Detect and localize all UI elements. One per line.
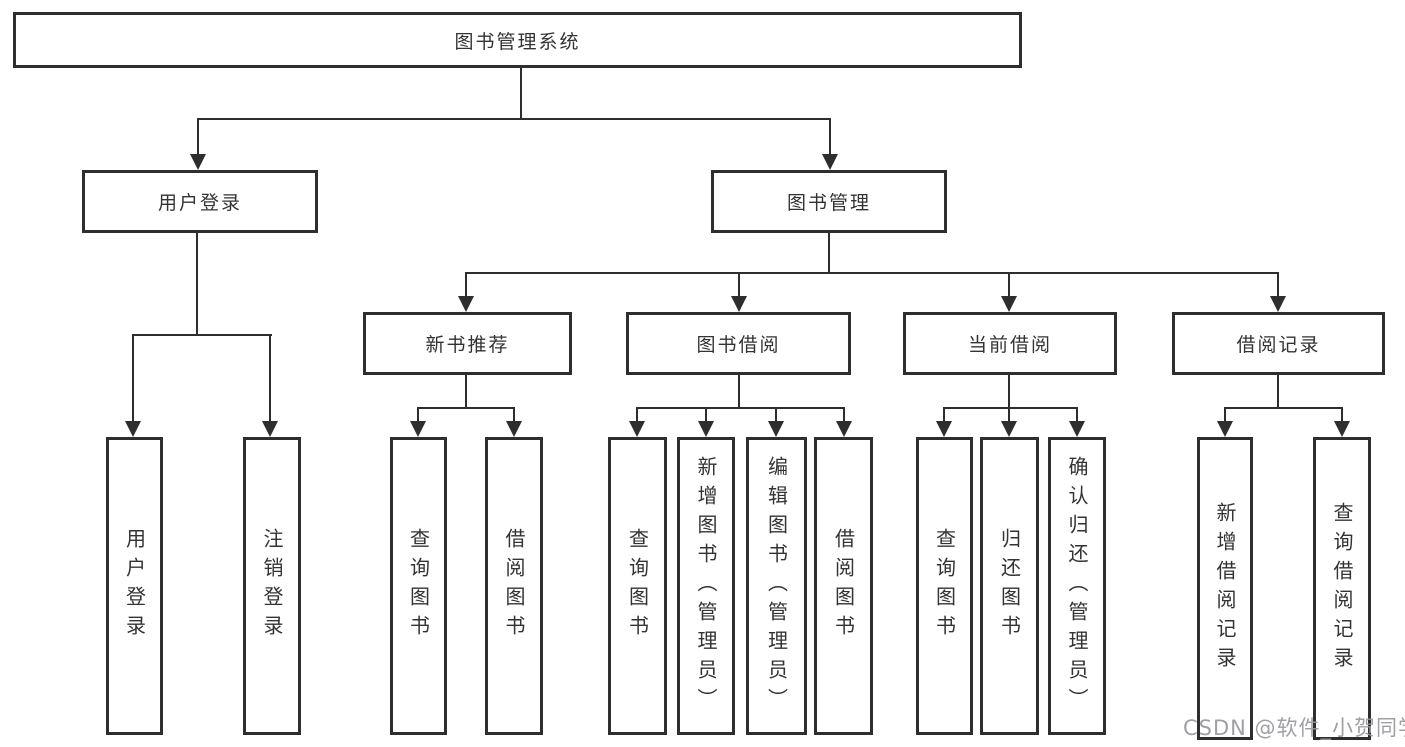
leaf-current-query-books: 查询图书 [916, 437, 973, 735]
leaf-user-login-label: 用户登录 [122, 528, 147, 644]
leaf-recommend-borrow-books-label: 借阅图书 [502, 528, 526, 644]
leaf-borrowing-edit-books-label: 编辑图书（管理员） [764, 455, 789, 717]
leaf-logout: 注销登录 [243, 437, 301, 735]
leaf-logout-label: 注销登录 [260, 528, 284, 644]
leaf-borrowing-query-books-label: 查询图书 [625, 528, 650, 644]
leaf-records-add-record-label: 新增借阅记录 [1213, 501, 1237, 676]
connector-current-hline [943, 407, 1078, 409]
connector-drop-book-management-line [829, 118, 831, 156]
node-book-management: 图书管理 [711, 170, 947, 233]
leaf-borrowing-query-books: 查询图书 [608, 437, 667, 735]
connector-records-vline [1277, 375, 1279, 409]
connector-borrowing-hline [636, 407, 845, 409]
arrow-down-icon [822, 154, 838, 170]
connector-drop-line [1224, 407, 1226, 425]
leaf-borrowing-borrow-books: 借阅图书 [814, 437, 873, 735]
node-current-borrowing: 当前借阅 [903, 312, 1117, 375]
connector-borrowing-vline [738, 375, 740, 409]
connector-drop-line [1076, 407, 1078, 425]
node-borrowing-records: 借阅记录 [1172, 312, 1385, 375]
connector-drop-recommend-line [465, 272, 467, 300]
connector-book-management-vline [828, 233, 830, 274]
node-new-book-recommend: 新书推荐 [363, 312, 572, 375]
connector-drop-current-line [1008, 272, 1010, 300]
connector-drop-line [1341, 407, 1343, 425]
node-book-borrowing-label: 图书借阅 [696, 334, 781, 356]
leaf-recommend-query-books: 查询图书 [390, 437, 447, 735]
connector-drop-line [843, 407, 845, 425]
leaf-current-return-books: 归还图书 [980, 437, 1039, 735]
connector-recommend-vline [465, 375, 467, 409]
arrow-down-icon [936, 421, 952, 437]
connector-book-management-hline [465, 272, 1279, 274]
connector-drop-line [417, 407, 419, 425]
node-current-borrowing-label: 当前借阅 [967, 334, 1052, 356]
leaf-borrowing-add-books-label: 新增图书（管理员） [694, 455, 718, 717]
leaf-records-query-record-label: 查询借阅记录 [1330, 501, 1354, 676]
connector-records-hline [1224, 407, 1343, 409]
arrow-down-icon [262, 421, 278, 437]
arrow-down-icon [410, 421, 426, 437]
leaf-borrowing-borrow-books-label: 借阅图书 [831, 528, 856, 644]
arrow-down-icon [731, 296, 747, 312]
arrow-down-icon [768, 421, 784, 437]
arrow-down-icon [1334, 421, 1350, 437]
arrow-down-icon [1069, 421, 1085, 437]
connector-drop-borrowing-line [738, 272, 740, 300]
arrow-down-icon [190, 154, 206, 170]
connector-drop-records-line [1277, 272, 1279, 300]
node-book-management-label: 图书管理 [786, 192, 871, 214]
leaf-current-return-books-label: 归还图书 [997, 528, 1022, 644]
leaf-user-login: 用户登录 [106, 437, 163, 735]
leaf-borrowing-add-books: 新增图书（管理员） [677, 437, 735, 735]
arrow-down-icon [1001, 296, 1017, 312]
node-user-login-label: 用户登录 [157, 192, 242, 214]
node-root: 图书管理系统 [13, 12, 1022, 68]
arrow-down-icon [698, 421, 714, 437]
connector-drop-line [705, 407, 707, 425]
connector-drop-leaf-user-login-line [132, 334, 134, 424]
leaf-recommend-query-books-label: 查询图书 [406, 528, 431, 644]
connector-root-vline [520, 66, 522, 120]
node-user-login: 用户登录 [82, 170, 318, 233]
connector-drop-line [943, 407, 945, 425]
arrow-down-icon [506, 421, 522, 437]
connector-drop-leaf-logout-line [269, 334, 271, 424]
leaf-current-confirm-return: 确认归还（管理员） [1048, 437, 1106, 735]
connector-user-login-hline [132, 334, 272, 336]
connector-drop-line [636, 407, 638, 425]
leaf-records-add-record: 新增借阅记录 [1197, 437, 1253, 740]
arrow-down-icon [125, 421, 141, 437]
leaf-records-query-record: 查询借阅记录 [1313, 437, 1371, 740]
arrow-down-icon [1001, 421, 1017, 437]
arrow-down-icon [1270, 296, 1286, 312]
connector-user-login-vline [196, 233, 198, 336]
node-root-label: 图书管理系统 [454, 30, 581, 53]
leaf-current-confirm-return-label: 确认归还（管理员） [1065, 455, 1089, 717]
arrow-down-icon [836, 421, 852, 437]
connector-drop-line [513, 407, 515, 425]
connector-drop-line [775, 407, 777, 425]
connector-recommend-hline [417, 407, 515, 409]
arrow-down-icon [458, 296, 474, 312]
connector-current-vline [1008, 375, 1010, 409]
node-new-book-recommend-label: 新书推荐 [425, 334, 510, 356]
csdn-watermark: CSDN @软件_小贺同学 [1183, 716, 1405, 740]
leaf-borrowing-edit-books: 编辑图书（管理员） [746, 437, 807, 735]
node-book-borrowing: 图书借阅 [626, 312, 851, 375]
arrow-down-icon [629, 421, 645, 437]
connector-drop-line [1008, 407, 1010, 425]
leaf-recommend-borrow-books: 借阅图书 [485, 437, 543, 735]
arrow-down-icon [1217, 421, 1233, 437]
connector-drop-user-login-line [197, 118, 199, 156]
node-borrowing-records-label: 借阅记录 [1236, 334, 1321, 356]
leaf-current-query-books-label: 查询图书 [932, 528, 957, 644]
connector-root-hline [197, 118, 831, 120]
